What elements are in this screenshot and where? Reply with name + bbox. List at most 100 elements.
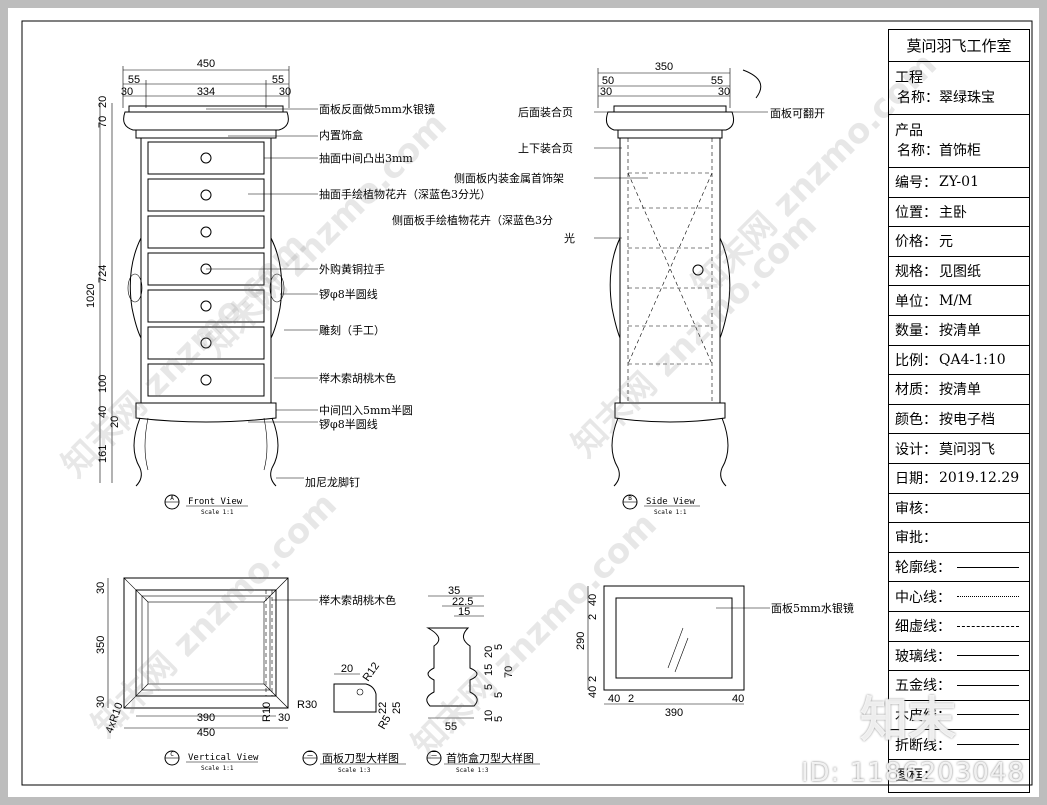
title-block-key: 比例：	[895, 352, 937, 369]
title-block-key: 审批：	[895, 530, 937, 547]
dim-161: 161	[97, 445, 109, 463]
dim-30-left: 30	[121, 86, 133, 98]
mirror-dim-390: 390	[665, 707, 683, 719]
title-block-row: 价格： 元	[889, 227, 1029, 257]
box-detail-tag: 二	[431, 751, 437, 758]
note-semicircle-line: 锣φ8半圆线	[319, 287, 378, 301]
left-leg	[133, 417, 142, 487]
box-dim-5b: 5	[483, 684, 495, 690]
logo-watermark: 知末	[860, 692, 957, 748]
side-dim-55: 55	[711, 75, 723, 87]
box-dim-5a: 5	[493, 644, 505, 650]
mirror-dim-2-left: 2	[628, 693, 634, 705]
legend-line-sample	[957, 655, 1019, 657]
title-block-value: 2019.12.29	[939, 470, 1020, 487]
right-carving	[270, 237, 283, 339]
title-block-row: 数量：按清单	[889, 316, 1029, 346]
legend-row: 图框：	[889, 760, 1029, 790]
legend-key: 木皮线：	[895, 707, 951, 724]
front-view: 450 55 55 30 334 30 70 20 1020 724 100 4…	[85, 58, 491, 516]
title-block-row: 比例：QA4-1:10	[889, 346, 1029, 376]
side-dim-30-left: 30	[600, 86, 612, 98]
mirror-dim-2-bottom: 2	[587, 676, 599, 682]
title-block-row: 单位：M/M	[889, 286, 1029, 316]
note-metal-rack: 侧面板内装金属首饰架	[454, 171, 564, 185]
box-dim-15: 15	[458, 606, 470, 618]
box-profile-detail: 35 22.5 15 20 15 5 5 5 70 10 5 55 二 首饰盒刀…	[426, 585, 540, 774]
front-body	[140, 138, 272, 404]
mirror-glass	[615, 597, 733, 679]
title-block-key: 材质：	[895, 382, 937, 399]
note-wood-color: 榉木索胡桃木色	[319, 371, 396, 385]
box-dim-22.5: 22.5	[452, 596, 473, 608]
vertical-view: 30 350 30 4xR10 390 450 30 R10 R30 榉木索胡桃…	[95, 577, 396, 772]
note-side-painted-2: 光	[564, 231, 575, 245]
note-drawer-protrude: 抽面中间凸出3mm	[319, 151, 413, 165]
title-block-value: 元	[939, 234, 953, 251]
legend-key: 中心线：	[895, 589, 951, 606]
box-detail-scale: Scale 1:3	[456, 767, 489, 774]
box-profile-shape	[426, 627, 478, 707]
legend-key: 五金线：	[895, 678, 951, 695]
right-leg	[270, 417, 279, 487]
note-lid-flip: 面板可翻开	[770, 106, 825, 120]
knob-icon	[200, 189, 212, 201]
cad-drawing: 450 55 55 30 334 30 70 20 1020 724 100 4…	[21, 20, 1033, 786]
title-block-key: 设计：	[895, 441, 937, 458]
legend-line-sample	[957, 684, 1019, 686]
title-block-value: 名称：首饰柜	[897, 143, 981, 159]
knob-icon	[200, 300, 212, 312]
title-block-key: 数量：	[895, 323, 937, 340]
note-vertical-wood: 榉木索胡桃木色	[319, 593, 396, 607]
dim-334: 334	[197, 86, 215, 98]
title-block-key: 颜色：	[895, 412, 937, 429]
note-hand-painted: 抽面手绘植物花卉（深蓝色3分光）	[319, 187, 491, 201]
vertical-view-tag: C	[170, 751, 174, 758]
panel-detail-tag: 二	[307, 751, 313, 758]
jewelry-rack-lines	[627, 172, 713, 365]
note-center-recess: 中间凹入5mm半圆	[319, 403, 413, 417]
note-nylon-feet: 加尼龙脚钉	[305, 475, 360, 489]
front-view-scale: Scale 1:1	[201, 509, 234, 516]
vert-dim-30-top: 30	[95, 582, 107, 594]
panel-detail-scale: Scale 1:3	[338, 767, 371, 774]
title-block-value: 按电子档	[939, 412, 995, 429]
title-block-row: 审核：	[889, 494, 1029, 524]
legend-row: 木皮线：	[889, 701, 1029, 731]
studio-name: 莫问羽飞工作室	[889, 30, 1029, 62]
legend-line-sample	[957, 596, 1019, 598]
dim-40: 40	[97, 406, 109, 418]
knob-icon	[200, 374, 212, 386]
vert-dim-30-bottom: 30	[95, 696, 107, 708]
mirror-dim-40-bottom: 40	[587, 686, 599, 698]
box-dim-20: 20	[483, 646, 495, 658]
legend-line-sample	[957, 744, 1019, 746]
box-dim-55: 55	[445, 721, 457, 733]
vert-dim-390: 390	[197, 712, 215, 724]
title-block-row: 编号：ZY-01	[889, 168, 1029, 198]
dim-20: 20	[97, 96, 109, 108]
legend-row: 细虚线：	[889, 612, 1029, 642]
front-top-panel	[123, 111, 289, 131]
vert-dim-r30: R30	[297, 699, 317, 711]
mirror-dim-40-left: 40	[608, 693, 620, 705]
legend-line-sample	[957, 625, 1019, 627]
vertical-outer	[123, 577, 289, 709]
side-dim-50: 50	[602, 75, 614, 87]
title-block-value: 名称：翠绿珠宝	[897, 90, 995, 106]
title-block-value: 按清单	[939, 323, 981, 340]
box-detail-title: 首饰盒刀型大样图	[446, 751, 534, 765]
side-top-panel	[606, 111, 734, 131]
panel-profile-detail: 20 R12 22 25 R5 二 面板刀型大样图 Scale 1:3	[302, 660, 406, 774]
legend-row: 玻璃线：	[889, 642, 1029, 672]
left-carving	[129, 237, 142, 339]
dim-30-right: 30	[279, 86, 291, 98]
panel-profile-shape	[333, 683, 377, 713]
title-block-value: 按清单	[939, 382, 981, 399]
title-block-row: 日期：2019.12.29	[889, 464, 1029, 494]
id-watermark: ID: 1186203048	[800, 758, 1025, 788]
title-block-key: 位置：	[895, 204, 937, 221]
legend-key: 轮廓线：	[895, 560, 951, 577]
